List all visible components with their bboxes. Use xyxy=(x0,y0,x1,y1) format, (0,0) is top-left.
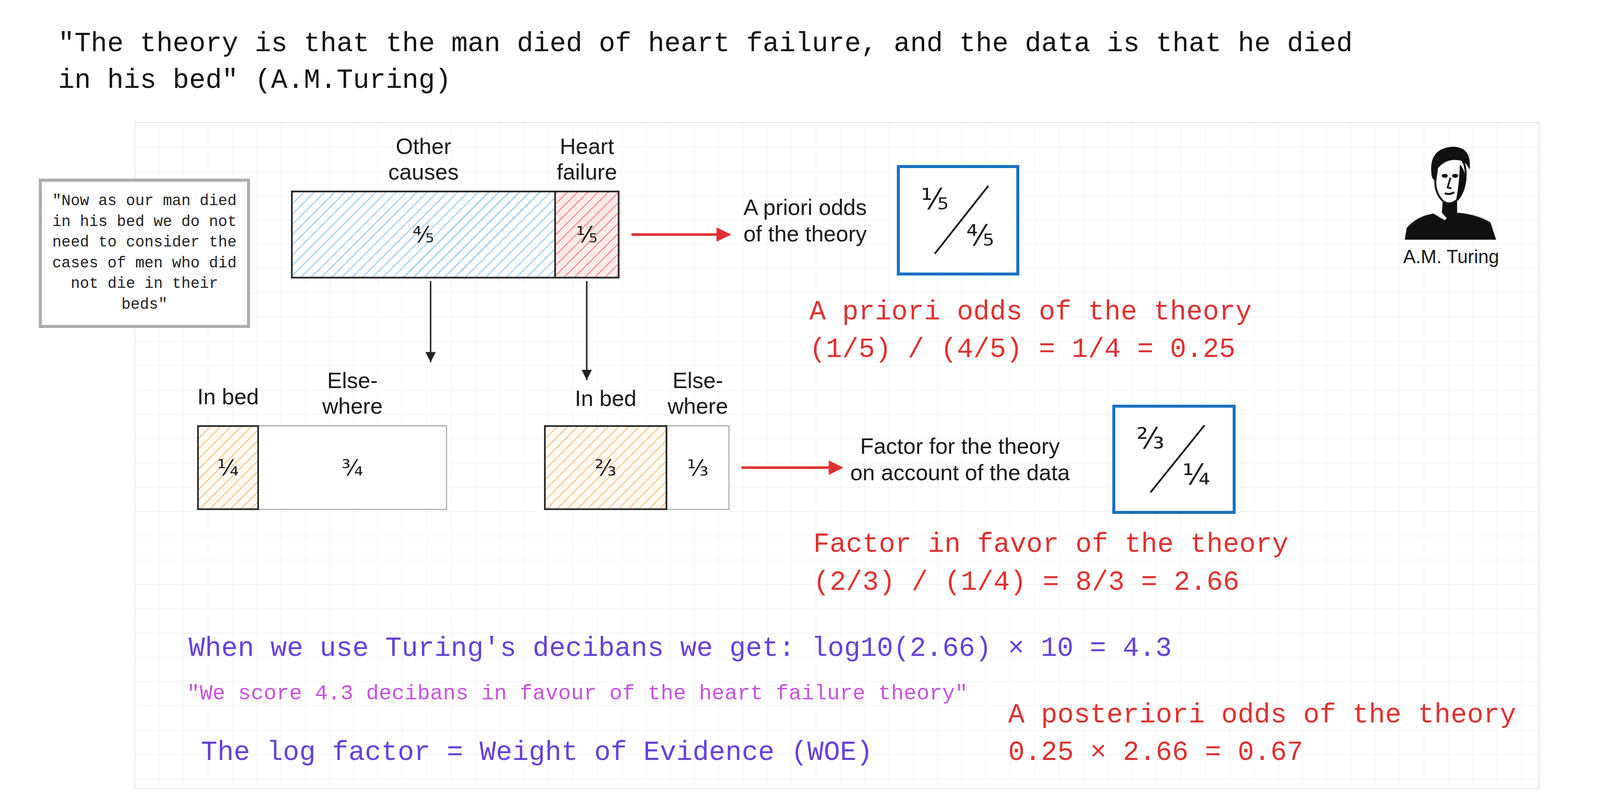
definition-note: The log factor = Weight of Evidence (WOE… xyxy=(200,736,873,770)
proportion-bar: In bed¼ xyxy=(197,425,259,511)
formula-heading: A priori odds of the theory xyxy=(809,296,1252,329)
proportion-bar: Other causes⅘ xyxy=(290,190,556,279)
proportion-bar: Else- where⅓ xyxy=(667,425,730,511)
formula-text: (2/3) / (1/4) = 8/3 = 2.66 xyxy=(813,566,1240,600)
fraction-value: ⅘ xyxy=(412,223,434,246)
turing-portrait xyxy=(1402,142,1499,240)
formula-text: (1/5) / (4/5) = 1/4 = 0.25 xyxy=(809,333,1236,367)
fraction-value: ⅕ xyxy=(920,185,949,214)
portrait-caption: A.M. Turing xyxy=(1403,245,1500,269)
bar-heading: Heart failure xyxy=(556,133,618,186)
fraction-value: ⅔ xyxy=(594,456,617,480)
fraction-value: ¾ xyxy=(341,456,364,480)
quote-note: "We score 4.3 decibans in favour of the … xyxy=(186,681,968,707)
proportion-bar: In bed⅔ xyxy=(544,425,668,511)
proportion-bar: Heart failure⅕ xyxy=(555,190,620,279)
fraction-value: ⅔ xyxy=(1136,424,1165,454)
proportion-bar: Else- where¾ xyxy=(258,425,448,511)
fraction-value: ⅓ xyxy=(686,456,709,480)
deciban-note: When we use Turing's decibans we get: lo… xyxy=(188,632,1172,666)
fraction-value: ⅘ xyxy=(966,221,995,251)
bar-heading: In bed xyxy=(197,384,259,411)
quote-box: "Now as our man died in his bed we do no… xyxy=(38,178,251,329)
connector-arrow xyxy=(429,281,432,363)
odds-caption: Factor for the theory on account of the … xyxy=(846,433,1074,487)
connector-arrow xyxy=(585,281,588,381)
odds-frame: ⅕⅘ xyxy=(896,165,1020,276)
odds-frame: ⅔¼ xyxy=(1112,404,1236,515)
fraction-slash xyxy=(1115,407,1233,512)
quote-text: "Now as our man died in his bed we do no… xyxy=(50,191,239,316)
fraction-value: ¼ xyxy=(217,456,239,480)
fraction-value: ⅕ xyxy=(576,223,598,246)
connector-arrow xyxy=(741,466,842,470)
connector-arrow xyxy=(631,233,730,236)
odds-box: Factor for the theory on account of the … xyxy=(846,404,1236,515)
formula-heading: A posteriori odds of the theory xyxy=(1008,699,1517,733)
odds-box: A priori odds of the theory ⅕⅘ xyxy=(734,165,1020,276)
diagram-title: "The theory is that the man died of hear… xyxy=(58,25,1377,100)
fraction-value: ¼ xyxy=(1182,460,1211,490)
bar-heading: In bed xyxy=(574,386,637,412)
bar-heading: Else- where xyxy=(667,368,729,420)
bar-heading: Other causes xyxy=(388,133,459,186)
formula-heading: Factor in favor of the theory xyxy=(813,528,1289,562)
fraction-slash xyxy=(899,168,1017,273)
formula-text: 0.25 × 2.66 = 0.67 xyxy=(1008,736,1304,770)
bar-heading: Else- where xyxy=(322,368,383,420)
odds-caption: A priori odds of the theory xyxy=(734,193,876,248)
